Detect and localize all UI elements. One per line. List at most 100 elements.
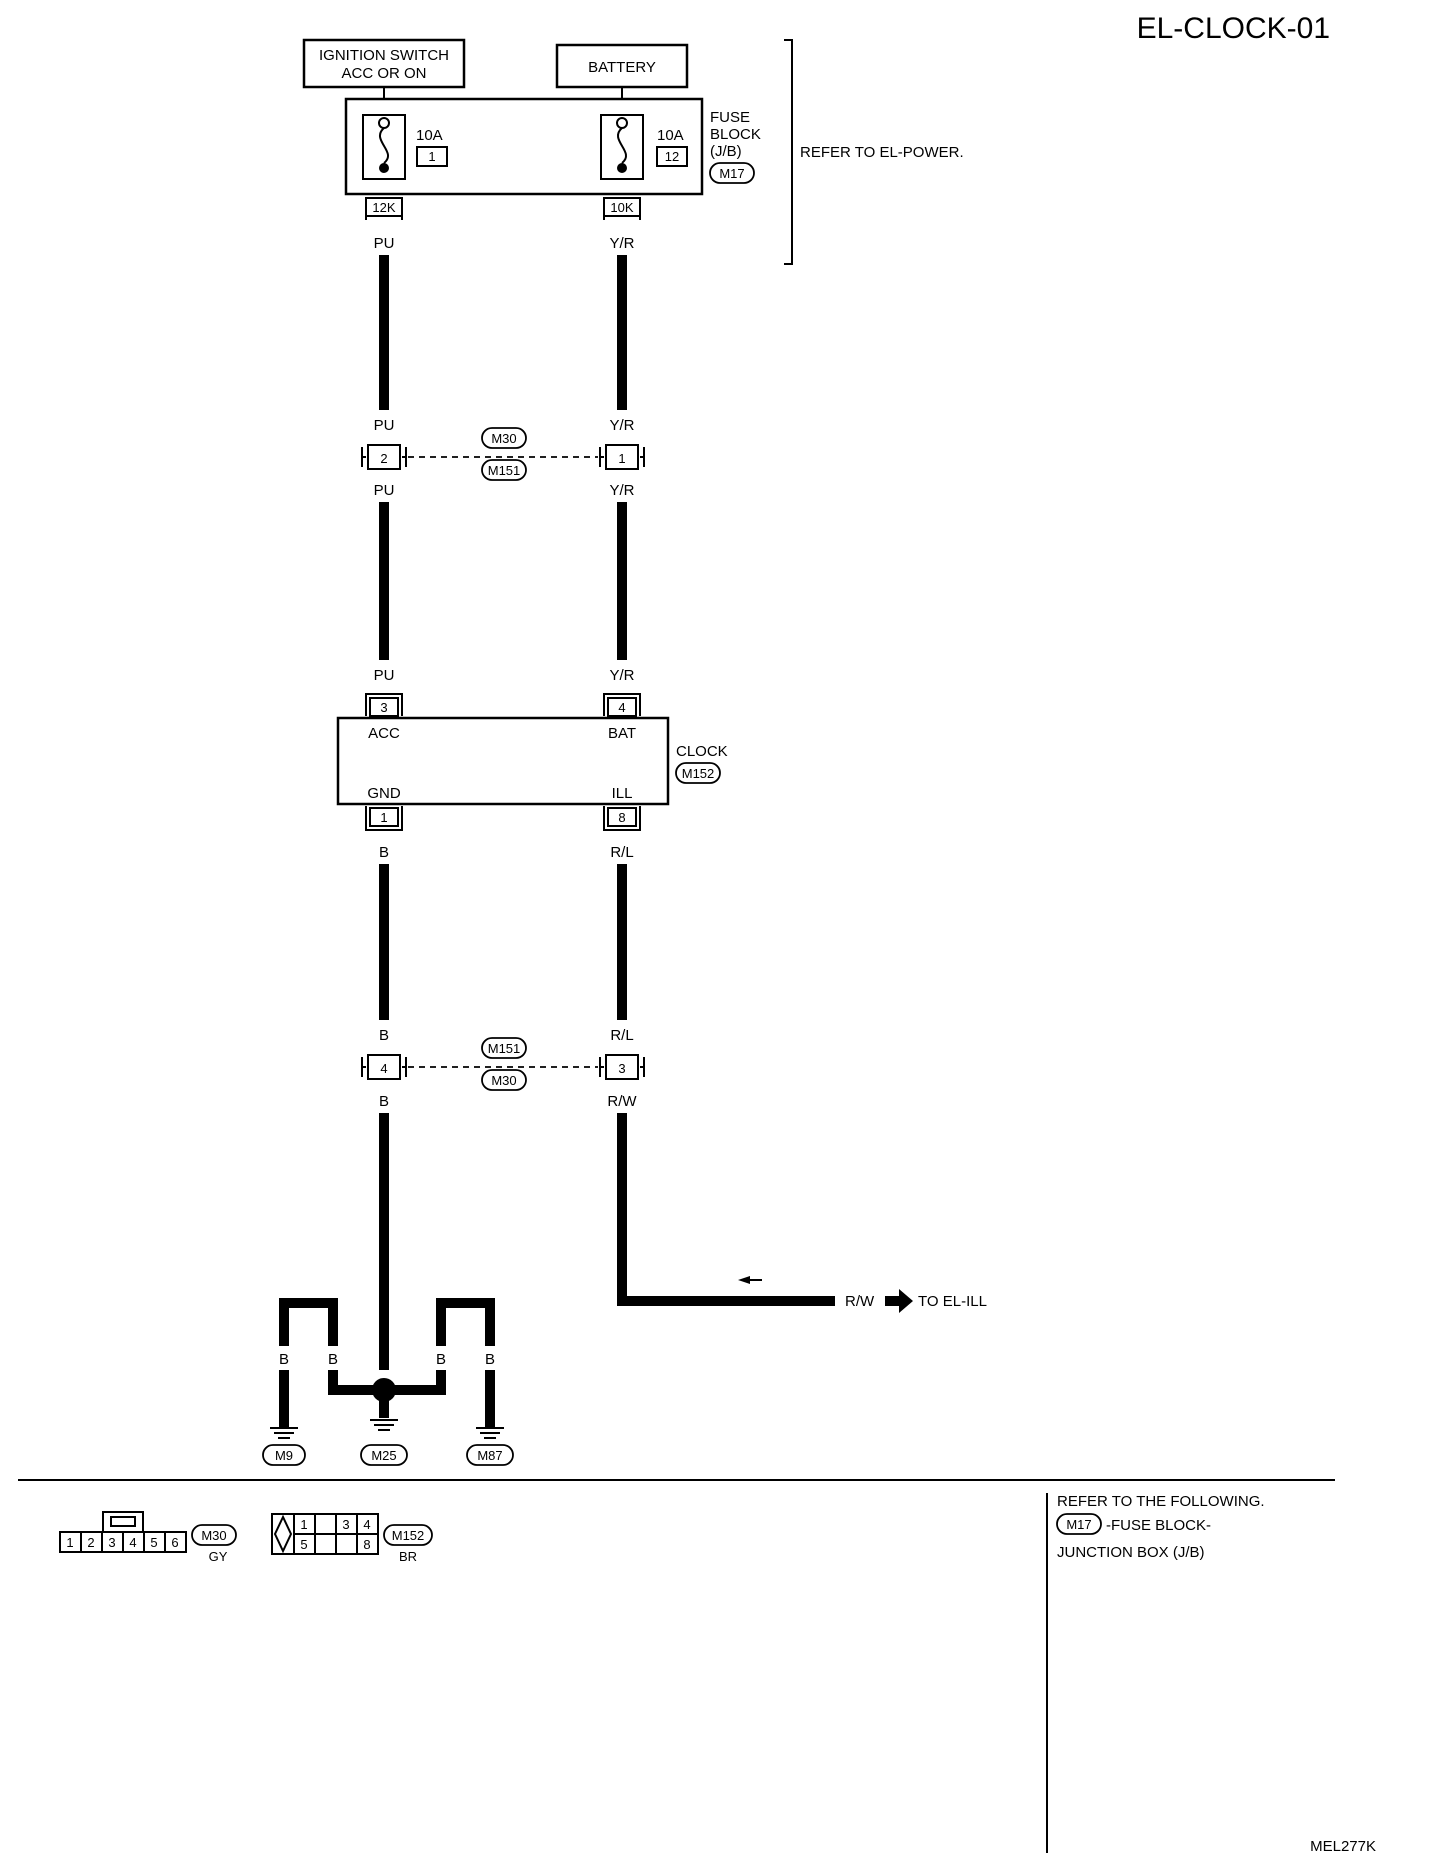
clock-pin-ill: 8 bbox=[618, 810, 625, 825]
illumination-target: TO EL-ILL bbox=[918, 1293, 987, 1310]
figure-code: MEL277K bbox=[1310, 1838, 1376, 1855]
svg-text:10K: 10K bbox=[610, 200, 633, 215]
arrow-right-icon bbox=[885, 1289, 913, 1313]
clock-name-acc: ACC bbox=[368, 725, 400, 742]
m30-pin-5: 5 bbox=[150, 1535, 157, 1550]
wire-color-pu-1: PU bbox=[374, 235, 395, 252]
joint-upper-pin-right: 1 bbox=[618, 451, 625, 466]
m30-pin-3: 3 bbox=[108, 1535, 115, 1550]
fuse-block: 10A 1 10A 12 bbox=[344, 97, 704, 196]
terminal-12k: 12K bbox=[365, 197, 403, 220]
ground-splice bbox=[372, 1378, 396, 1402]
fuse-right-icon bbox=[600, 114, 644, 180]
m30-name: M30 bbox=[201, 1528, 226, 1543]
fuse-block-label-3: (J/B) bbox=[710, 143, 742, 160]
fuse-block-label-2: BLOCK bbox=[710, 126, 761, 143]
ignition-label-line2: ACC OR ON bbox=[341, 65, 426, 82]
joint-lower-connector-bottom: M30 bbox=[491, 1073, 516, 1088]
m152-name: M152 bbox=[392, 1528, 425, 1543]
ground-wire-b-5: B bbox=[485, 1351, 495, 1368]
battery-label: BATTERY bbox=[588, 59, 656, 76]
connector-view-m30: 1 2 3 4 5 6 M30 GY bbox=[59, 1511, 237, 1564]
m152-pin-3: 3 bbox=[342, 1517, 349, 1532]
connector-view-m152: 1 3 4 5 8 M152 BR bbox=[271, 1513, 433, 1564]
m152-color: BR bbox=[399, 1549, 417, 1564]
refer-heading: REFER TO THE FOLLOWING. bbox=[1057, 1493, 1265, 1510]
clock-name-ill: ILL bbox=[612, 785, 633, 802]
joint-lower-pin-left: 4 bbox=[380, 1061, 387, 1076]
refer-line1: -FUSE BLOCK- bbox=[1106, 1517, 1211, 1534]
wire-color-yr-3: Y/R bbox=[609, 482, 634, 499]
ground-icon-m9: M9 bbox=[262, 1427, 306, 1466]
wire-color-rl-2: R/L bbox=[610, 1027, 633, 1044]
m30-pin-1: 1 bbox=[66, 1535, 73, 1550]
clock-name-gnd: GND bbox=[367, 785, 401, 802]
wire-color-yr-4: Y/R bbox=[609, 667, 634, 684]
ignition-switch: IGNITION SWITCH ACC OR ON bbox=[302, 38, 466, 89]
wire-color-b-2: B bbox=[379, 1027, 389, 1044]
wire-color-b-3: B bbox=[379, 1093, 389, 1110]
fuse-right-number: 12 bbox=[665, 149, 679, 164]
refer-line2: JUNCTION BOX (J/B) bbox=[1057, 1544, 1205, 1561]
wire-color-rl-1: R/L bbox=[610, 844, 633, 861]
wire-color-pu-4: PU bbox=[374, 667, 395, 684]
clock-pin-gnd: 1 bbox=[380, 810, 387, 825]
wire-color-rw-1: R/W bbox=[607, 1093, 637, 1110]
clock-label: CLOCK bbox=[676, 743, 728, 760]
ground-wire-b-3: B bbox=[379, 1351, 389, 1368]
clock-connector: M152 bbox=[675, 762, 721, 784]
m152-pin-5: 5 bbox=[300, 1537, 307, 1552]
m30-pin-2: 2 bbox=[87, 1535, 94, 1550]
clock-pin-bat: 4 bbox=[618, 700, 625, 715]
illumination-wire-color: R/W bbox=[845, 1293, 875, 1310]
terminal-10k: 10K bbox=[603, 197, 641, 220]
joint-upper-connector-bottom: M151 bbox=[488, 463, 521, 478]
wire-color-yr-1: Y/R bbox=[609, 235, 634, 252]
fuse-right-rating: 10A bbox=[657, 127, 684, 144]
ground-wire-b-1: B bbox=[279, 1351, 289, 1368]
clock-pin-acc: 3 bbox=[380, 700, 387, 715]
m30-pin-4: 4 bbox=[129, 1535, 136, 1550]
battery: BATTERY bbox=[555, 43, 689, 89]
joint-upper-pin-left: 2 bbox=[380, 451, 387, 466]
refer-following: REFER TO THE FOLLOWING. M17 -FUSE BLOCK-… bbox=[1056, 1493, 1265, 1561]
direction-arrow-icon bbox=[738, 1276, 762, 1284]
wire-color-yr-2: Y/R bbox=[609, 417, 634, 434]
ground-label-m25: M25 bbox=[371, 1448, 396, 1463]
m30-pin-6: 6 bbox=[171, 1535, 178, 1550]
joint-connector-upper: 2 1 M30 M151 bbox=[361, 427, 645, 481]
m152-pin-1: 1 bbox=[300, 1517, 307, 1532]
fuse-block-connector: M17 bbox=[709, 162, 755, 184]
joint-lower-pin-right: 3 bbox=[618, 1061, 625, 1076]
refer-connector: M17 bbox=[1066, 1517, 1091, 1532]
svg-text:M152: M152 bbox=[682, 766, 715, 781]
joint-lower-connector-top: M151 bbox=[488, 1041, 521, 1056]
wire-color-b-1: B bbox=[379, 844, 389, 861]
ground-network bbox=[279, 1298, 495, 1428]
fuse-block-label-1: FUSE bbox=[710, 109, 750, 126]
joint-upper-connector-top: M30 bbox=[491, 431, 516, 446]
clock-name-bat: BAT bbox=[608, 725, 636, 742]
fuse-left-icon bbox=[362, 114, 406, 180]
fuse-left-number: 1 bbox=[428, 149, 435, 164]
m152-pin-4: 4 bbox=[363, 1517, 370, 1532]
svg-text:M17: M17 bbox=[719, 166, 744, 181]
m30-color: GY bbox=[209, 1549, 228, 1564]
clock-unit: 3 4 ACC BAT GND ILL 1 8 bbox=[336, 693, 670, 831]
ground-icon-m87: M87 bbox=[466, 1427, 514, 1466]
ground-wire-b-4: B bbox=[436, 1351, 446, 1368]
ground-wire-b-2: B bbox=[328, 1351, 338, 1368]
refer-el-power: REFER TO EL-POWER. bbox=[800, 144, 964, 161]
fuse-left-rating: 10A bbox=[416, 127, 443, 144]
ground-label-m9: M9 bbox=[275, 1448, 293, 1463]
ground-label-m87: M87 bbox=[477, 1448, 502, 1463]
wire-color-pu-2: PU bbox=[374, 417, 395, 434]
ignition-label-line1: IGNITION SWITCH bbox=[319, 47, 449, 64]
page-title: EL-CLOCK-01 bbox=[1137, 12, 1330, 45]
wire-color-pu-3: PU bbox=[374, 482, 395, 499]
ground-icon-m25: M25 bbox=[360, 1419, 408, 1466]
joint-connector-lower: 4 3 M151 M30 bbox=[361, 1037, 645, 1091]
m152-pin-8: 8 bbox=[363, 1537, 370, 1552]
svg-text:12K: 12K bbox=[372, 200, 395, 215]
